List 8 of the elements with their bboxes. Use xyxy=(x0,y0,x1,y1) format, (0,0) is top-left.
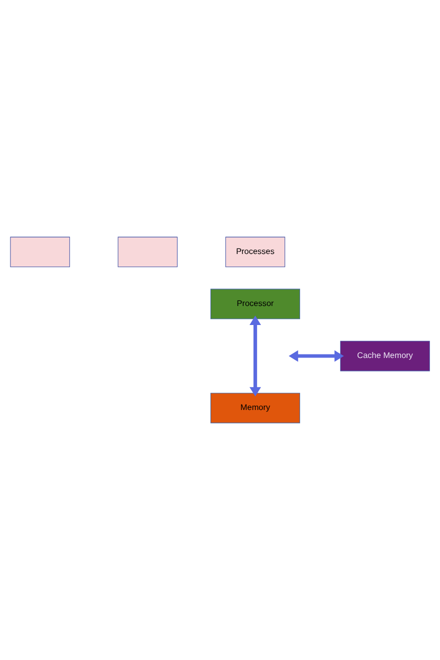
node-box: Processes xyxy=(225,236,286,268)
node-box: Cache Memory xyxy=(340,340,430,372)
node-box: Memory xyxy=(210,392,300,424)
arrow xyxy=(288,350,344,362)
arrow xyxy=(250,316,262,396)
node-box xyxy=(118,236,178,268)
node-box: Processor xyxy=(210,288,300,320)
node-box xyxy=(10,236,70,268)
